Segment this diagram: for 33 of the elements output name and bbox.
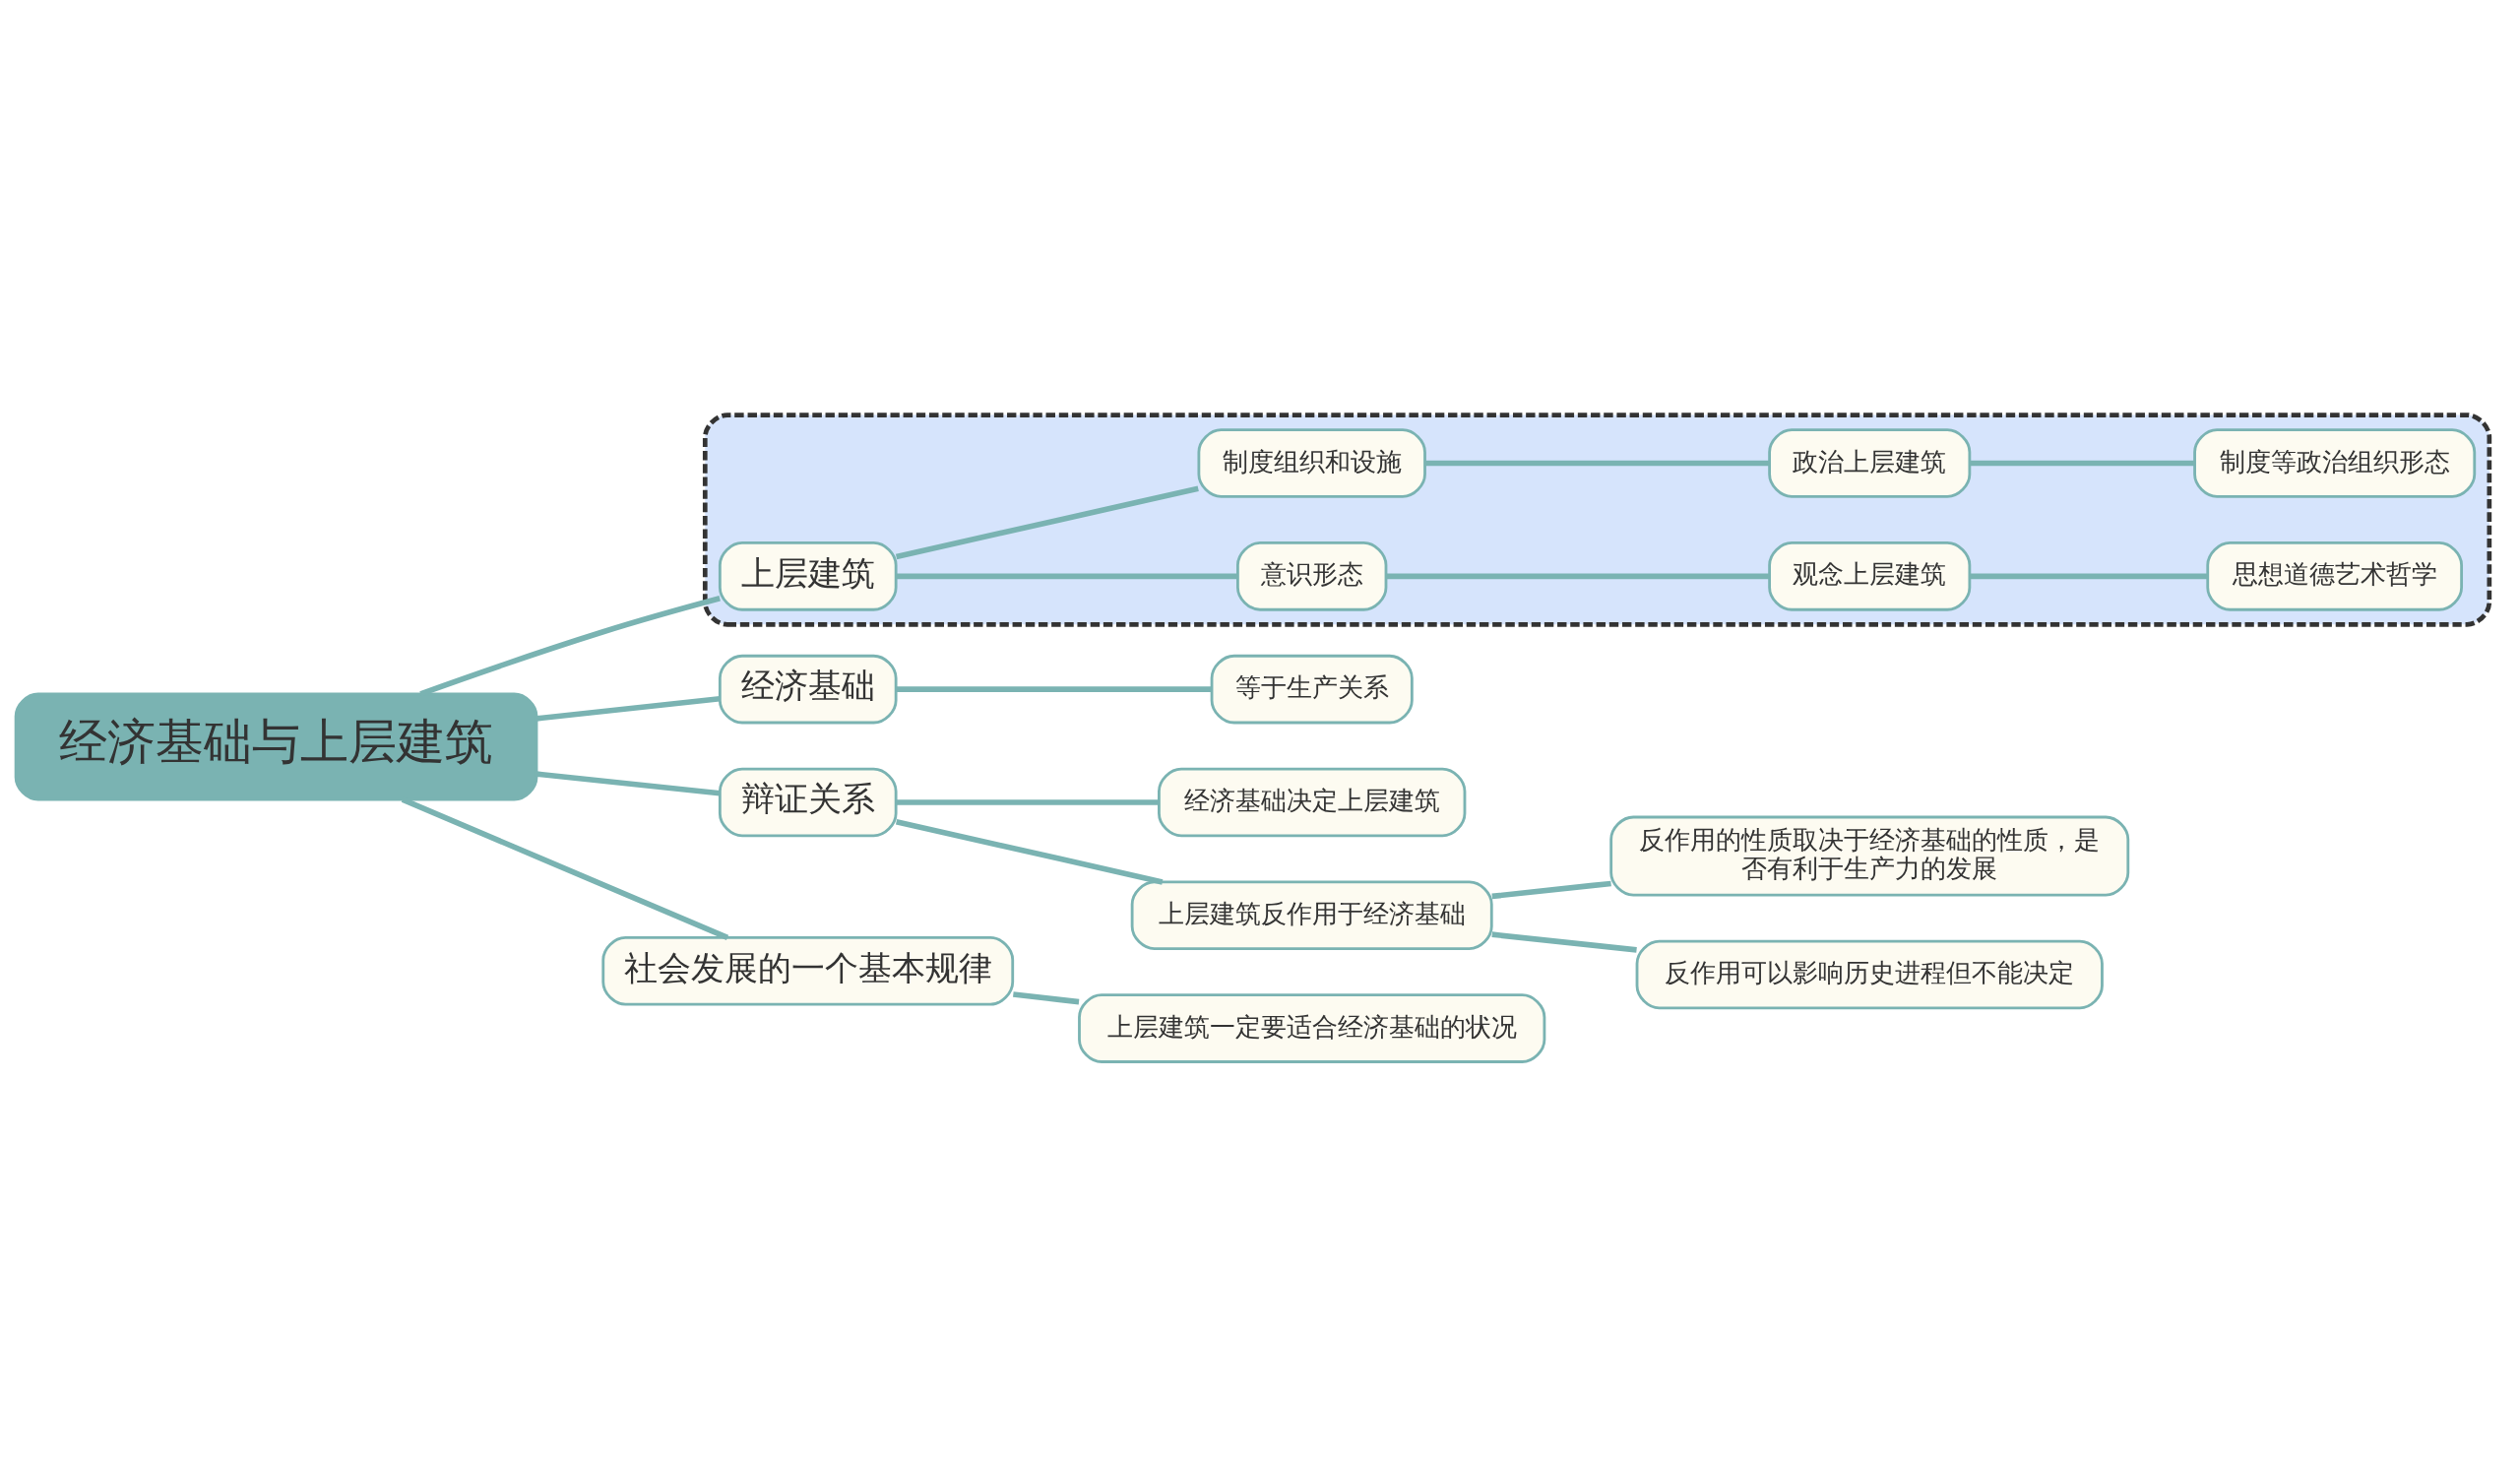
connector xyxy=(1970,460,2195,466)
connector xyxy=(896,685,1212,692)
connector xyxy=(419,595,721,696)
node-box: 社会发展的一个基本规律 xyxy=(601,935,1015,1006)
connector xyxy=(536,770,721,796)
node-box: 经济基础 xyxy=(718,654,898,724)
connector xyxy=(895,818,1164,885)
connector xyxy=(1013,990,1080,1004)
connector xyxy=(895,484,1199,559)
node-box: 反作用的性质取决于经济基础的性质，是否有利于生产力的发展 xyxy=(1609,815,2130,896)
node-box: 思想道德艺术哲学 xyxy=(2206,540,2463,611)
node-box: 反作用可以影响历史进程但不能决定 xyxy=(1635,939,2104,1009)
node-box: 经济基础决定上层建筑 xyxy=(1158,767,1467,837)
connector xyxy=(1424,460,1770,466)
node-box: 经济基础与上层建筑 xyxy=(14,691,538,801)
node-box: 等于生产关系 xyxy=(1210,654,1414,724)
connector xyxy=(896,798,1160,805)
node-box: 上层建筑一定要适合经济基础的状况 xyxy=(1078,992,1546,1063)
node-box: 上层建筑 xyxy=(718,540,898,611)
node-box: 制度等政治组织形态 xyxy=(2193,427,2477,498)
node-box: 意识形态 xyxy=(1236,540,1388,611)
connector xyxy=(896,573,1238,579)
node-box: 政治上层建筑 xyxy=(1768,427,1972,498)
node-box: 上层建筑反作用于经济基础 xyxy=(1130,880,1493,950)
node-box: 制度组织和设施 xyxy=(1197,427,1426,498)
connector xyxy=(1491,880,1611,899)
cluster xyxy=(702,412,2492,627)
node-box: 辩证关系 xyxy=(718,767,898,837)
node-box: 观念上层建筑 xyxy=(1768,540,1972,611)
connector xyxy=(1970,573,2208,579)
connector xyxy=(1386,573,1770,579)
connector xyxy=(1491,930,1637,953)
connector xyxy=(536,695,721,722)
